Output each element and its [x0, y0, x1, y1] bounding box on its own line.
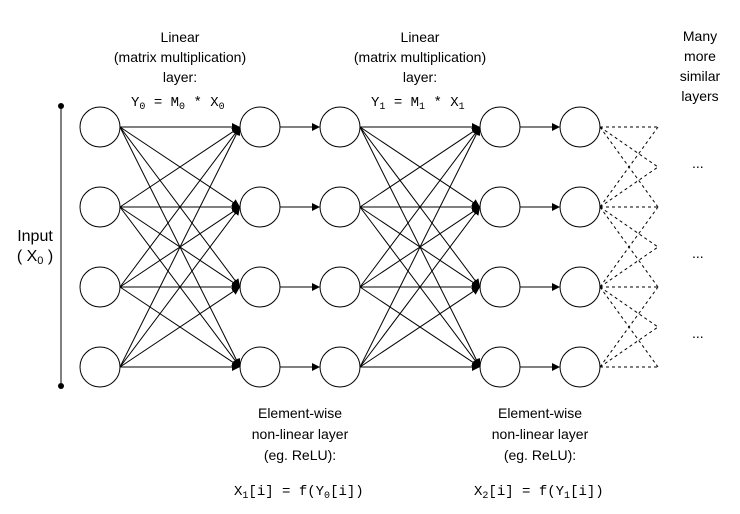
neuron: [79, 346, 121, 388]
weight-edge: [119, 207, 240, 368]
dashed-connections: [599, 126, 659, 368]
dashed-edge: [599, 286, 659, 328]
neuron: [79, 186, 121, 228]
neuron: [79, 266, 121, 308]
neuron: [559, 106, 601, 148]
dashed-edge: [599, 326, 659, 368]
nonlinear-layer-0-label: Element-wise non-linear layer (eg. ReLU)…: [251, 405, 349, 463]
neuron: [79, 106, 121, 148]
neuron: [559, 346, 601, 388]
dashed-edge: [599, 246, 659, 288]
neuron: [479, 106, 521, 148]
weight-edge: [119, 127, 240, 288]
neuron: [479, 186, 521, 228]
neuron: [239, 266, 281, 308]
neuron: [479, 346, 521, 388]
neuron: [239, 106, 281, 148]
weight-edge: [119, 127, 241, 208]
linear-layer-0-label: Linear (matrix multiplication) layer:: [113, 29, 247, 85]
weight-edge: [359, 127, 480, 288]
input-label-symbol: ( X0 ): [16, 248, 54, 267]
dashed-edge: [599, 166, 659, 208]
nonlinear-layer-1-label: Element-wise non-linear layer (eg. ReLU)…: [491, 405, 589, 463]
neurons: [79, 106, 601, 388]
weight-edge: [119, 286, 241, 368]
neuron: [319, 266, 361, 308]
ellipsis-1: ...: [692, 155, 704, 171]
weight-edge: [359, 286, 480, 368]
neuron: [319, 106, 361, 148]
neuron: [559, 186, 601, 228]
input-label-title: Input: [17, 228, 53, 245]
dashed-edge: [599, 206, 659, 248]
nonlinear-layer-1-equation: X2[i] = f(Y1[i]): [474, 484, 604, 502]
neuron: [319, 186, 361, 228]
ellipsis-3: ...: [692, 325, 704, 341]
weight-edge: [359, 207, 480, 368]
linear-layer-1-label: Linear (matrix multiplication) layer:: [353, 29, 487, 85]
ellipsis-2: ...: [692, 245, 704, 261]
neuron: [239, 186, 281, 228]
dashed-edge: [599, 126, 659, 208]
linear-layer-1-equation: Y1 = M1 * X1: [371, 95, 465, 113]
neuron: [479, 266, 521, 308]
weight-edge: [119, 126, 240, 368]
neuron: [239, 346, 281, 388]
linear-layer-0-equation: Y0 = M0 * X0: [131, 95, 225, 113]
connections: [119, 123, 560, 371]
dashed-edge: [599, 206, 659, 288]
nonlinear-layer-0-equation: X1[i] = f(Y0[i]): [234, 484, 364, 502]
more-layers-label: Many more similar layers: [679, 28, 721, 104]
neuron: [319, 346, 361, 388]
neuron: [559, 266, 601, 308]
input-label: Input ( X0 ): [10, 227, 60, 267]
input-bracket: [58, 103, 64, 389]
weight-edge: [359, 126, 481, 368]
weight-edge: [359, 127, 480, 208]
dashed-edge: [599, 126, 659, 168]
dashed-edge: [599, 286, 659, 368]
